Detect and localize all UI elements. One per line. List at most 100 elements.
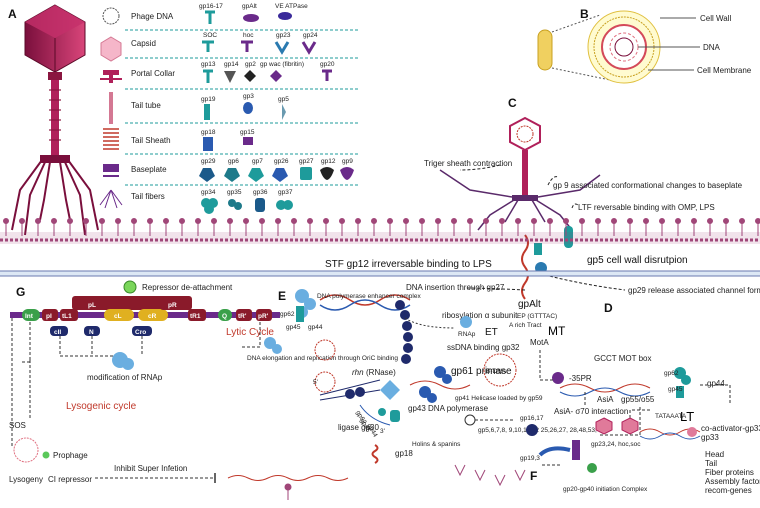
- gp-label: gp14: [224, 61, 239, 68]
- gp5-label: gp5 cell wall disrutpion: [587, 255, 688, 266]
- three-prime-label: 3': [380, 428, 385, 435]
- lysogenic-cycle-label: Lysogenic cycle: [66, 401, 137, 412]
- gp-label: gp26: [274, 158, 289, 165]
- bdna-label: B-DNA: [486, 368, 507, 375]
- tail-sheath-icon: [103, 129, 119, 149]
- cell-membrane-label: Cell Membrane: [697, 66, 752, 75]
- receptor-head: [20, 219, 25, 224]
- gene-pl-left: pI: [46, 313, 52, 320]
- gp12-icon: [320, 167, 334, 180]
- assembly-panel: gp5,6,7,8, 9,10,11,12 25,26,27, 28,48,53…: [455, 405, 648, 493]
- receptor-head: [580, 219, 585, 224]
- receptor-head: [660, 219, 665, 224]
- receptor-head: [516, 219, 521, 224]
- gp9-icon: [340, 167, 354, 180]
- gene-cr: cR: [148, 313, 157, 320]
- repressor-dot: [43, 452, 50, 459]
- receptor-head: [452, 219, 457, 224]
- gp-label: gp7: [252, 158, 263, 165]
- gp-list-label: gp5,6,7,8, 9,10,11,12 25,26,27, 28,48,53…: [478, 427, 606, 434]
- repressor-label: Repressor de-attachment: [142, 283, 233, 292]
- gp-label: gp16-17: [199, 3, 223, 10]
- receptor-head: [148, 219, 153, 224]
- coactivator-cont: gp33: [701, 433, 719, 442]
- receptor-head: [644, 219, 649, 224]
- receptor-head: [612, 219, 617, 224]
- gene-n: N: [89, 329, 94, 336]
- gp-label: gp6: [228, 158, 239, 165]
- gp18-icon: [203, 137, 213, 151]
- output-item: Head: [705, 450, 724, 459]
- ssdna-label: ssDNA binding gp32: [447, 343, 520, 352]
- category-label: Capsid: [131, 39, 156, 48]
- portal-collar-icon: [100, 70, 122, 83]
- gene-pr: pR: [168, 302, 177, 309]
- receptor-head: [372, 219, 377, 224]
- gene-pr-prime: pR': [258, 313, 269, 320]
- gp18-label: gp18: [395, 449, 413, 458]
- receptor-head: [724, 219, 729, 224]
- baseplate-icon: [103, 164, 119, 176]
- receptor-head: [180, 219, 185, 224]
- receptor-head: [308, 219, 313, 224]
- gp62-mt-label: gp62: [664, 370, 679, 377]
- gp19-label: gp19,3: [520, 455, 540, 462]
- gp6-icon: [224, 168, 240, 182]
- tail-fibers-icon: [100, 190, 122, 208]
- capsid-icon: [101, 37, 121, 61]
- replication-panel: DNA polymerase enhancer complex gp62 gp4…: [247, 289, 543, 463]
- category-label: Tail tube: [131, 101, 161, 110]
- gene-cii: cII: [54, 329, 61, 336]
- gene-tl1: tL1: [62, 313, 72, 320]
- output-item: Assembly factors: [705, 477, 760, 486]
- gene-int: Int: [25, 313, 34, 320]
- gp24-icon: [303, 42, 315, 52]
- gp13-icon: [203, 71, 213, 83]
- gp-label: gp20: [320, 61, 335, 68]
- ribosylation-label: ribosylation α subunit: [442, 311, 518, 320]
- panel-g-letter: G: [16, 285, 25, 299]
- soc-icon: [202, 42, 214, 52]
- rnap-label: RNAp: [458, 331, 476, 338]
- dna-label: DNA: [703, 43, 721, 52]
- lysogeny-label: Lysogeny: [9, 475, 43, 484]
- receptor-head: [388, 219, 393, 224]
- gp-label: hoc: [243, 32, 254, 39]
- receptor-head: [420, 219, 425, 224]
- polymerase-enhancer-label: DNA polymerase enhancer complex: [317, 293, 421, 300]
- gene-tr-prime: tR': [238, 313, 247, 320]
- mt-label: MT: [548, 324, 566, 338]
- gp44-label: gp44: [308, 324, 323, 331]
- ci-repressor-label: CI repressor: [48, 475, 92, 484]
- receptor-head: [564, 219, 569, 224]
- gp20-icon: [322, 71, 332, 81]
- gp27-icon: [300, 167, 312, 180]
- gp29-release-label: gp29 release associated channel formatio…: [628, 286, 760, 295]
- receptor-head: [116, 219, 121, 224]
- inhibit-label: Inhibit Super Infetion: [114, 464, 187, 473]
- output-item: recom-genes: [705, 486, 752, 495]
- minus35-label: -35PR: [569, 374, 592, 383]
- receptor-head: [484, 219, 489, 224]
- trigger-label: Triger sheath contraction: [424, 159, 512, 168]
- released-phages: [455, 465, 525, 485]
- panel-c-letter: C: [508, 96, 517, 110]
- mota-label: MotA: [530, 338, 549, 347]
- dna-insertion-label: DNA insertion through gp27: [406, 283, 505, 292]
- gp35-icon: [228, 199, 242, 210]
- gp-label: gp24: [303, 32, 318, 39]
- category-label: Baseplate: [131, 165, 167, 174]
- hoc-icon: [241, 42, 253, 52]
- gp2-icon: [244, 70, 256, 82]
- receptor-head: [756, 219, 760, 224]
- category-label: Phage DNA: [131, 12, 174, 21]
- gene-pl: pL: [88, 302, 96, 309]
- receptor-head: [404, 219, 409, 224]
- receptor-head: [196, 219, 201, 224]
- gp-label: gpAlt: [242, 3, 257, 10]
- receptor-head: [244, 219, 249, 224]
- gp7-icon: [248, 168, 264, 182]
- gp-label: gp9: [342, 158, 353, 165]
- receptor-head: [468, 219, 473, 224]
